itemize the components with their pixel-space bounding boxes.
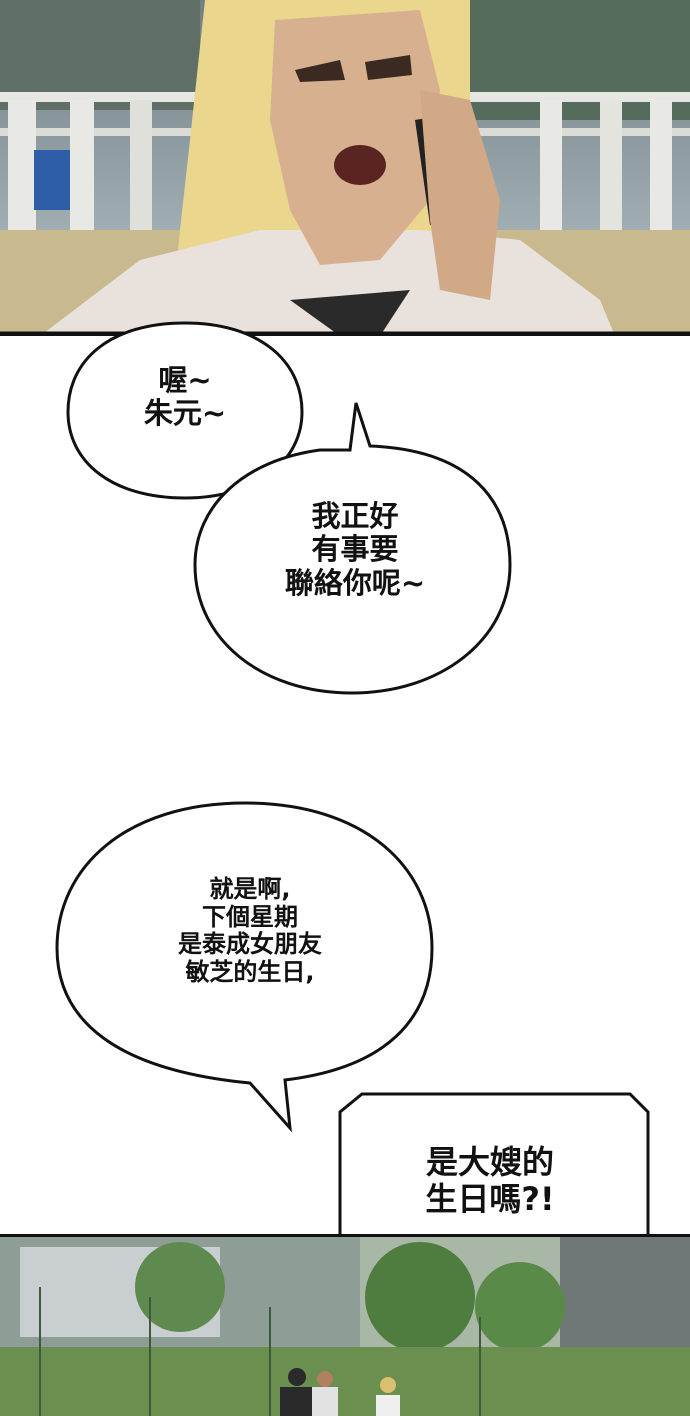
bubble-4-line-2: 生日嗎?!	[425, 1179, 555, 1218]
bubble-4-line-1: 是大嫂的	[425, 1143, 554, 1181]
speech-bubble-3	[55, 801, 434, 1133]
bubble-1-text: 喔~ 朱元~	[110, 363, 260, 431]
bubble-3-text: 就是啊, 下個星期 是泰成女朋友 敏芝的生日,	[135, 875, 365, 986]
top-panel-illustration	[0, 0, 690, 333]
bubble-3-line-4: 敏芝的生日,	[185, 957, 315, 986]
speech-bubble-2	[193, 402, 512, 695]
bubble-4-text: 是大嫂的 生日嗎?!	[380, 1144, 600, 1218]
bubble-2-text: 我正好 有事要 聯絡你呢~	[240, 499, 470, 600]
bubble-1-line-2: 朱元~	[143, 396, 227, 431]
bubble-1-line-1: 喔~	[158, 363, 212, 397]
top-comic-panel	[0, 0, 690, 336]
bubble-2-line-3: 聯絡你呢~	[284, 565, 426, 600]
bubble-2-line-2: 有事要	[311, 532, 399, 567]
bubble-3-line-1: 就是啊,	[209, 875, 291, 903]
bottom-comic-panel	[0, 1234, 690, 1416]
bubble-3-line-2: 下個星期	[202, 902, 298, 931]
speech-bubble-1	[66, 321, 304, 500]
bubble-3-line-3: 是泰成女朋友	[178, 930, 322, 959]
bottom-panel-illustration	[0, 1237, 690, 1416]
bubble-2-line-1: 我正好	[311, 499, 399, 533]
